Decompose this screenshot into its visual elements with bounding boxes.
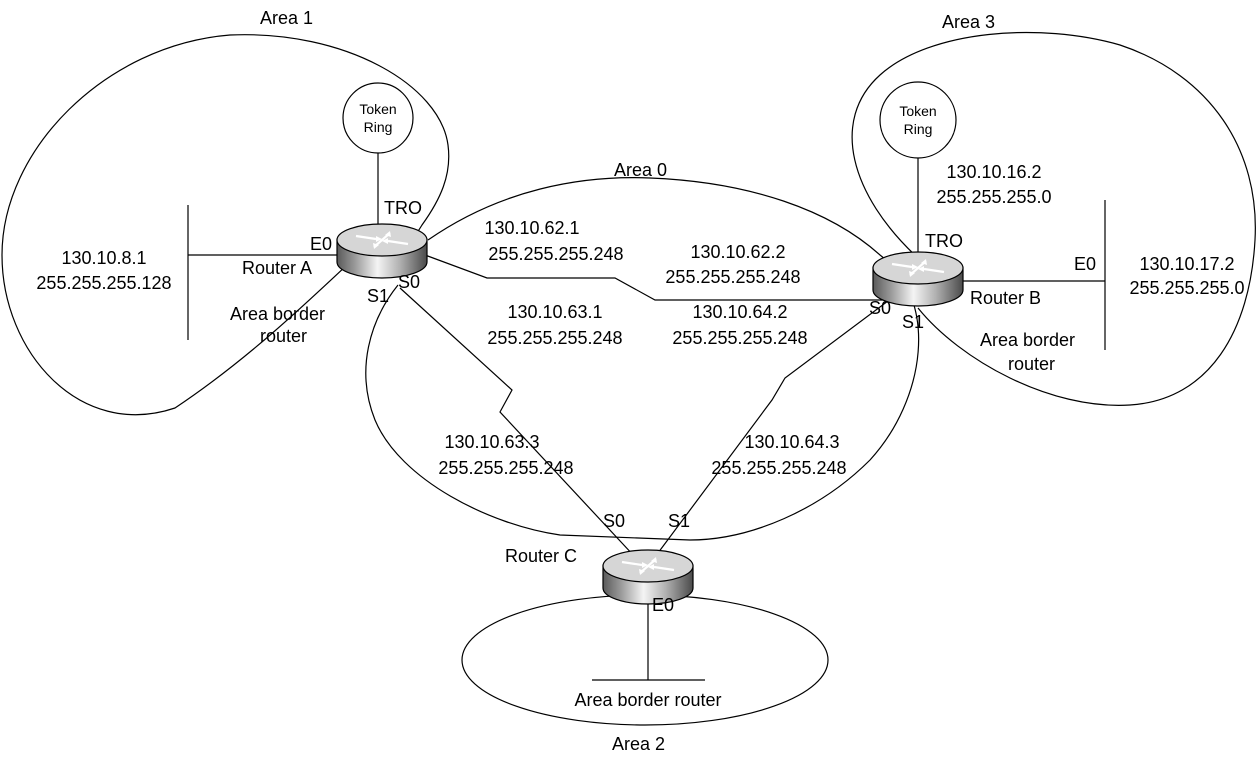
router-b-s1-mask: 255.255.255.248 [672, 328, 807, 348]
router-c-s1: S1 [668, 511, 690, 531]
router-a-role-line1: Area border [230, 304, 325, 324]
router-a-s1-mask: 255.255.255.248 [487, 328, 622, 348]
router-a-e0: E0 [310, 234, 332, 254]
area1-boundary [1, 34, 450, 416]
area3-label: Area 3 [942, 12, 995, 32]
router-a-s0-mask: 255.255.255.248 [488, 244, 623, 264]
area1-label: Area 1 [260, 8, 313, 28]
router-a-s1-ip: 130.10.63.1 [507, 302, 602, 322]
serial-link-a-c [399, 287, 636, 558]
router-b-s0: S0 [869, 298, 891, 318]
area3-boundary [851, 31, 1256, 406]
router-b-e0-ip: 130.10.17.2 [1139, 254, 1234, 274]
router-a-role-line2: router [260, 326, 307, 346]
router-c-s0-mask: 255.255.255.248 [438, 458, 573, 478]
router-b-s0-mask: 255.255.255.248 [665, 267, 800, 287]
router-b-s1: S1 [902, 312, 924, 332]
router-a-s1: S1 [367, 286, 389, 306]
serial-link-a-b [424, 254, 908, 301]
router-b-tro: TRO [925, 231, 963, 251]
router-c-s0-ip: 130.10.63.3 [444, 432, 539, 452]
ethernet-segments [187, 200, 1106, 681]
router-a-icon[interactable] [335, 222, 429, 280]
router-a-e0-mask: 255.255.255.128 [36, 273, 171, 293]
router-a-s0: S0 [398, 272, 420, 292]
router-b-tro-ip: 130.10.16.2 [946, 162, 1041, 182]
area2-label: Area 2 [612, 734, 665, 754]
area-boundaries [1, 31, 1256, 726]
token-ring-b [879, 81, 957, 159]
serial-link-b-c [654, 285, 909, 558]
token-ring-b-line2: Ring [904, 121, 933, 137]
token-ring-a-line2: Ring [364, 119, 393, 135]
token-ring-links [342, 81, 957, 255]
router-c-role: Area border router [574, 690, 721, 710]
router-a-tro: TRO [384, 198, 422, 218]
token-ring-b-line1: Token [899, 103, 936, 119]
router-b-e0-mask: 255.255.255.0 [1129, 278, 1244, 298]
router-b-role-line1: Area border [980, 330, 1075, 350]
router-b-role-line2: router [1008, 354, 1055, 374]
router-c-e0: E0 [652, 595, 674, 615]
router-c-s1-ip: 130.10.64.3 [744, 432, 839, 452]
router-b-tro-mask: 255.255.255.0 [936, 187, 1051, 207]
router-b-e0: E0 [1074, 254, 1096, 274]
router-c-icon[interactable] [601, 548, 695, 606]
router-a-e0-ip: 130.10.8.1 [61, 248, 146, 268]
router-b-s0-ip: 130.10.62.2 [690, 242, 785, 262]
token-ring-a [342, 82, 414, 154]
area0-label: Area 0 [614, 160, 667, 180]
router-a-s0-ip: 130.10.62.1 [484, 218, 579, 238]
router-c-s0: S0 [603, 511, 625, 531]
serial-links [399, 254, 909, 558]
area0-boundary [365, 177, 920, 541]
router-b-name: Router B [970, 288, 1041, 308]
token-ring-a-line1: Token [359, 101, 396, 117]
router-c-name: Router C [505, 546, 577, 566]
router-b-s1-ip: 130.10.64.2 [692, 302, 787, 322]
router-a-name: Router A [242, 258, 312, 278]
router-c-s1-mask: 255.255.255.248 [711, 458, 846, 478]
